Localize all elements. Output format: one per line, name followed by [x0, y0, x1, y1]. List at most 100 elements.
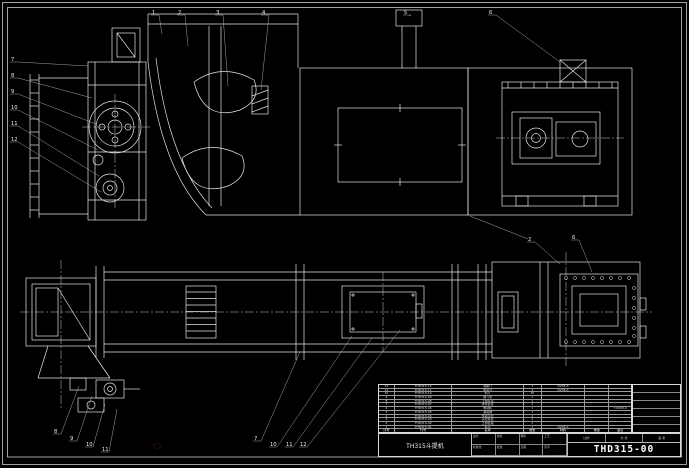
- bom-cell: [585, 407, 610, 410]
- signature-cell: 标准化: [472, 445, 496, 456]
- signature-cell: 批准: [495, 445, 520, 456]
- bom-cell: 下部区段: [452, 399, 524, 403]
- callout-leader: [285, 337, 373, 448]
- bom-cell: [542, 410, 586, 414]
- bom-cell: 1: [524, 410, 542, 414]
- bom-cell: THD315-04: [395, 414, 453, 418]
- bom-cell: 4: [524, 388, 542, 392]
- bom-cell: 8: [379, 399, 395, 403]
- bom-cell: 1: [524, 418, 542, 421]
- title-corner-block: [632, 384, 681, 433]
- callout-leader: [571, 239, 593, 273]
- bom-cell: THD315-10: [395, 392, 453, 396]
- bom-cell: 9: [379, 396, 395, 399]
- callout-leader: [488, 14, 561, 63]
- bom-cell: THD315-02: [395, 421, 453, 425]
- bom-cell: 1: [524, 425, 542, 429]
- bom-header-cell: 材料: [542, 429, 586, 432]
- bom-cell: [609, 389, 631, 392]
- bom-cell: THD315-08: [395, 399, 453, 403]
- drawing-number: THD315-00: [593, 444, 655, 455]
- bom-cell: THD315-03: [395, 418, 453, 421]
- bom-cell: 张紧装置: [452, 403, 524, 407]
- bom-cell: THD315-11: [395, 388, 453, 392]
- corner-row: [633, 425, 680, 432]
- signature-grid: 设计校核审核工艺标准化批准日期签字: [472, 434, 568, 456]
- bom-header-cell: 数量: [524, 429, 542, 432]
- bom-header-cell: 名称: [452, 429, 524, 432]
- bom-cell: 6: [379, 407, 395, 410]
- bom-cell: THD315-01: [395, 425, 453, 429]
- bom-cell: [542, 418, 586, 421]
- bom-cell: [585, 403, 610, 407]
- callout-leader: [69, 395, 93, 442]
- bom-cell: [609, 385, 631, 388]
- bom-cell: [609, 403, 631, 406]
- bom-cell: [609, 426, 631, 429]
- bom-cell: 上部区段: [452, 421, 524, 425]
- title-block: TH315斗提机 设计校核审核工艺标准化批准日期签字 比例 共 张 第 张 TH…: [378, 433, 681, 457]
- signature-cell: 校核: [495, 434, 520, 445]
- bom-cell: 中间节: [452, 388, 524, 392]
- bom-cell: [542, 403, 586, 407]
- bom-cell: [609, 400, 631, 403]
- drive-platform: [467, 59, 633, 216]
- corner-row: [633, 385, 680, 393]
- callout-leader: [299, 329, 401, 448]
- callout-number: 11: [11, 121, 18, 127]
- bom-cell: [609, 418, 631, 421]
- product-name: TH315斗提机: [379, 434, 472, 456]
- drawing-number-block: 比例 共 张 第 张 THD315-00: [568, 434, 680, 456]
- bom-cell: 1: [379, 425, 395, 429]
- bom-cell: 1: [524, 407, 542, 410]
- bom-cell: [609, 415, 631, 418]
- callout-leader: [527, 241, 561, 265]
- callout-leader: [269, 335, 353, 448]
- bom-cell: [542, 414, 586, 418]
- callout-number: 6: [489, 10, 492, 16]
- bom-cell: 观察门: [452, 385, 524, 388]
- callout-number: 8: [11, 73, 14, 79]
- bom-cell: [542, 421, 586, 425]
- bom-cell: 减速器: [452, 410, 524, 414]
- bom-cell: [585, 396, 610, 399]
- middle-casing: [299, 9, 469, 216]
- bom-cell: [585, 388, 610, 392]
- bom-cell: Q235-A: [542, 385, 586, 388]
- signature-cell: 日期: [519, 445, 544, 456]
- callout-number: 10: [11, 105, 18, 111]
- callout-leader: [101, 408, 118, 453]
- bom-cell: [585, 410, 610, 414]
- callout-number: 2: [178, 10, 181, 16]
- bom-cell: 12: [379, 385, 395, 388]
- head-section-plan: [491, 261, 647, 359]
- callout-number: 3: [216, 10, 219, 16]
- bom-cell: 11: [379, 388, 395, 392]
- bom-cell: [585, 385, 610, 388]
- callout-number: 10: [86, 442, 93, 448]
- upper-view-elevation: [29, 9, 633, 240]
- bom-header-cell: 代号: [395, 429, 453, 432]
- spout: [251, 85, 269, 115]
- bom-cell: [585, 399, 610, 403]
- sheet-no-label: 第 张: [658, 436, 666, 440]
- callout-leader: [10, 109, 99, 151]
- bom-cell: 1: [524, 396, 542, 399]
- bom-cell: [542, 396, 586, 399]
- callout-leader: [253, 351, 301, 442]
- callout-number: 12: [11, 137, 18, 143]
- callout-leader: [10, 93, 97, 125]
- callout-number: 12: [300, 442, 307, 448]
- callout-leader: [151, 14, 163, 35]
